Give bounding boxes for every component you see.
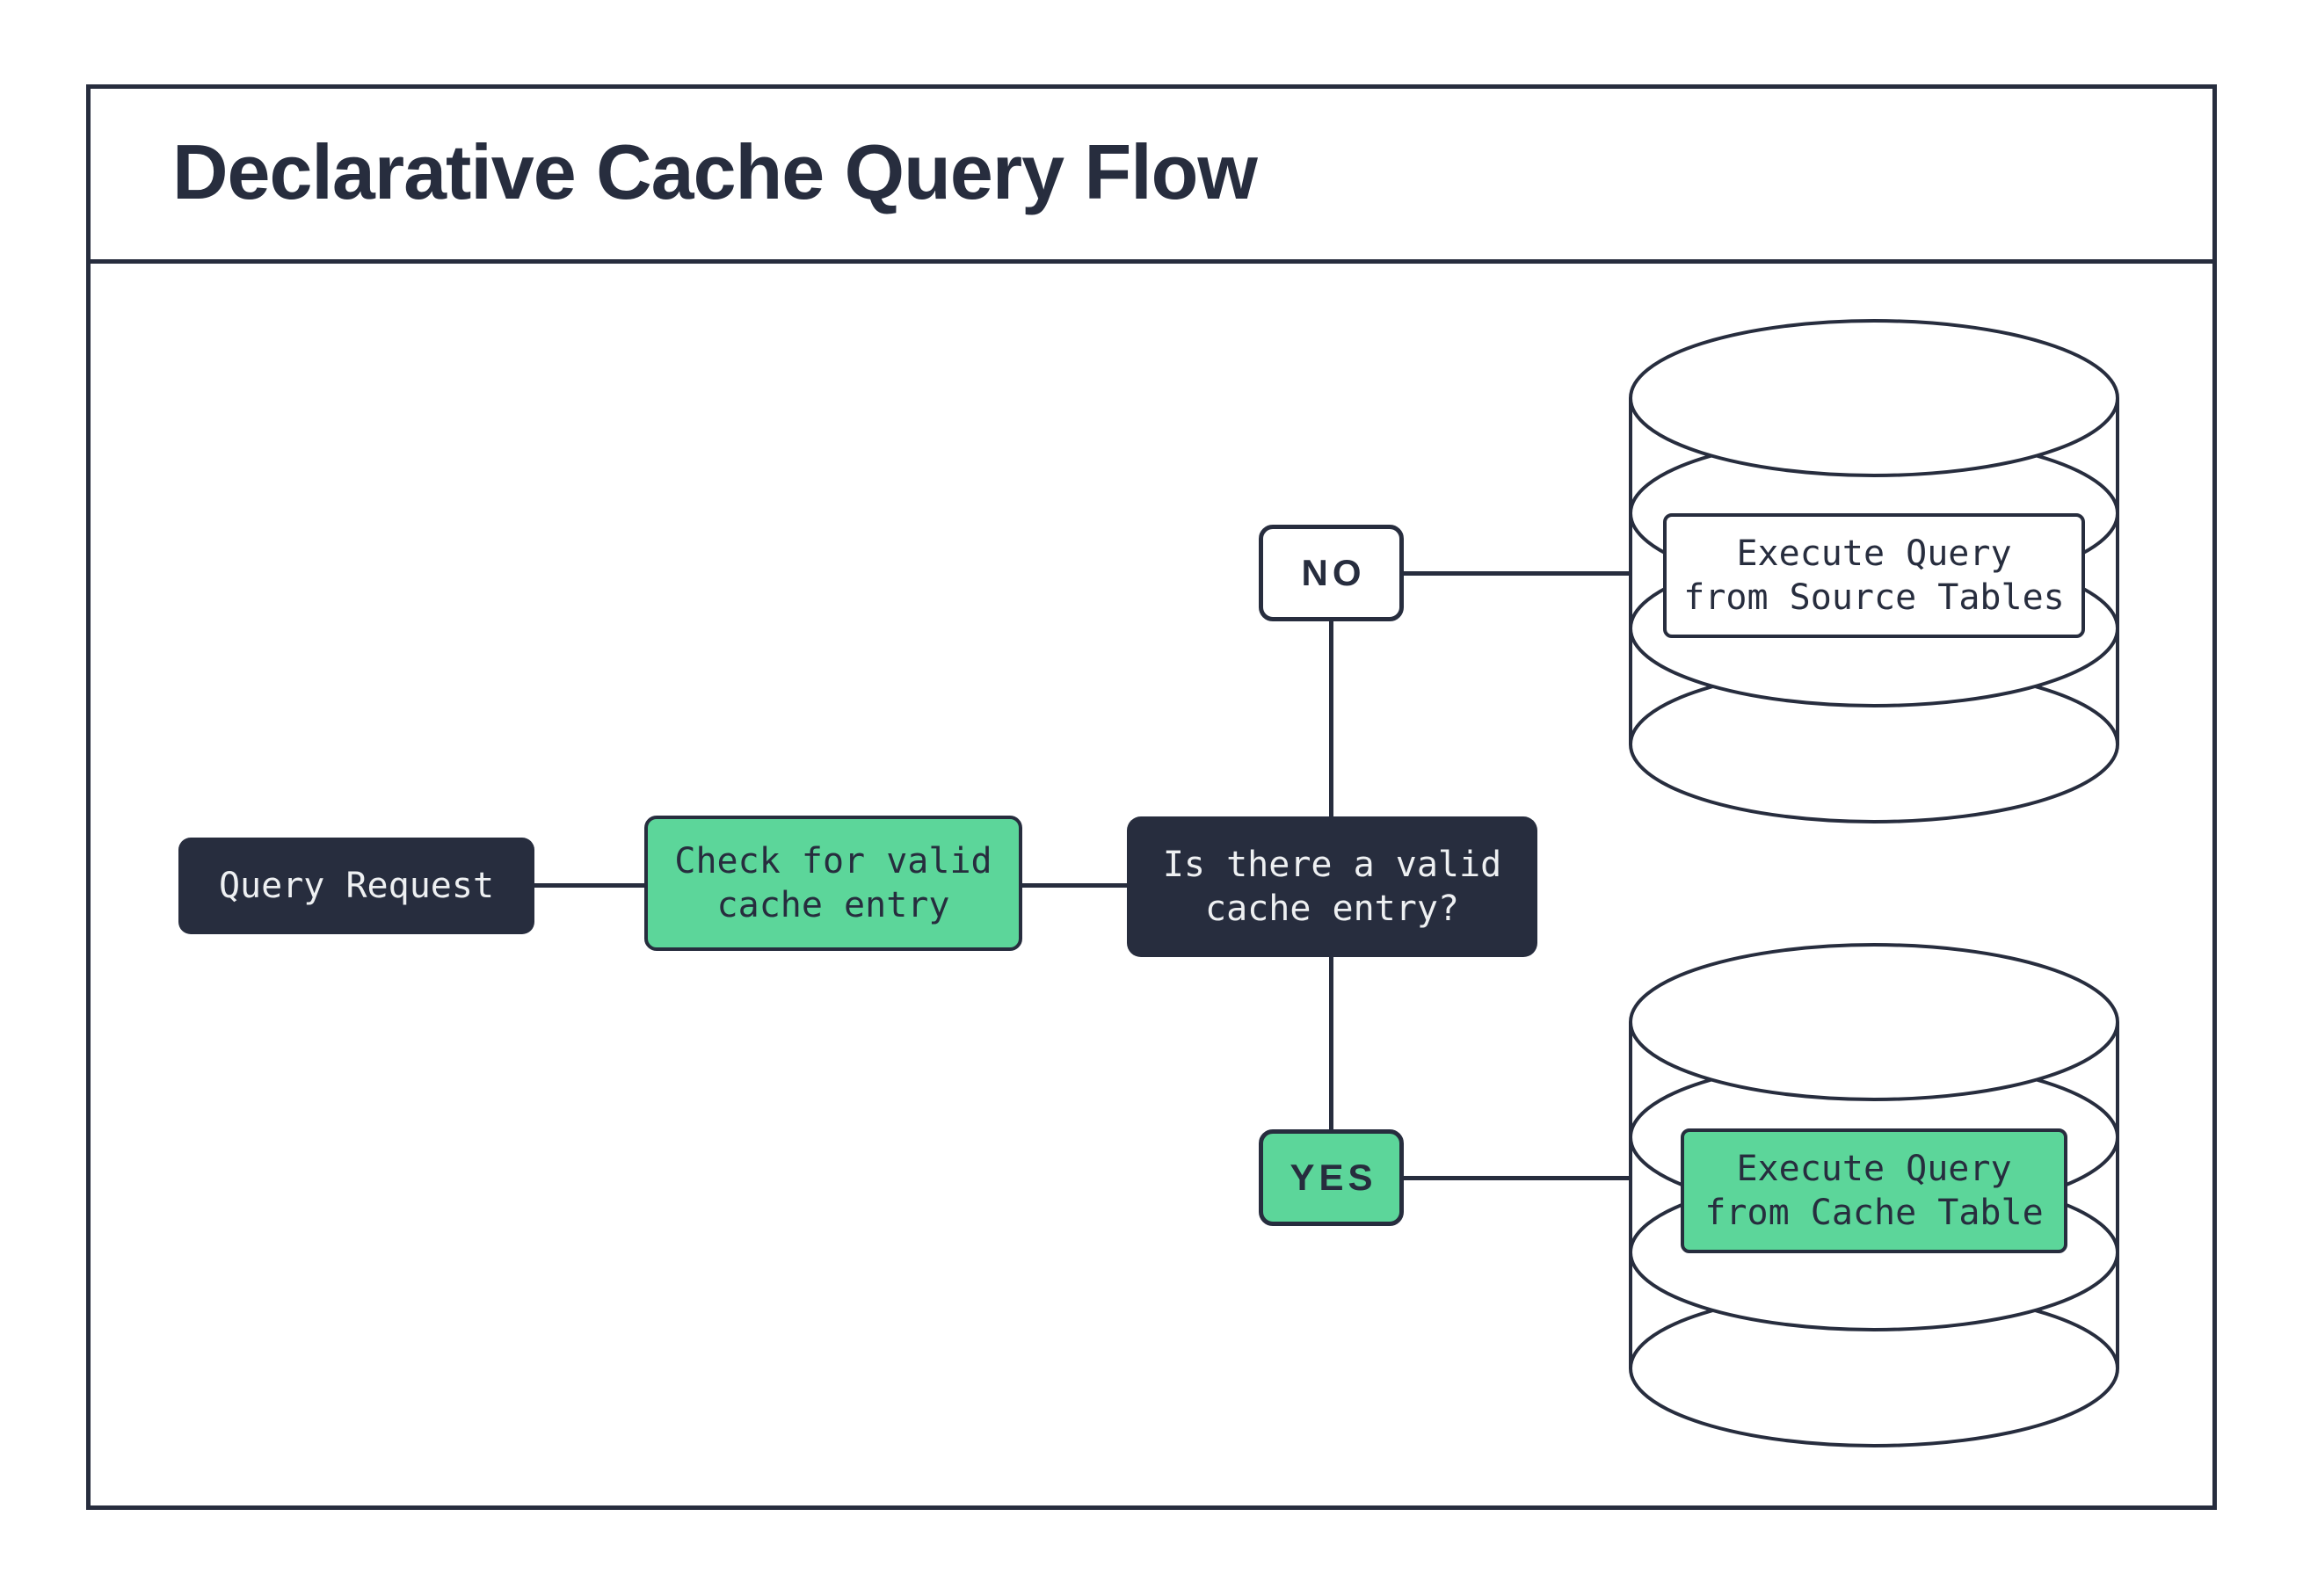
connector-yes-to-cache-db (1404, 1176, 1632, 1180)
connector-decision-to-yes (1329, 957, 1333, 1129)
node-execute-query-cache-table: Execute Query from Cache Table (1681, 1128, 2067, 1253)
node-decision-valid-cache: Is there a valid cache entry? (1127, 816, 1537, 957)
node-check-cache-entry: Check for valid cache entry (644, 816, 1022, 951)
node-query-request: Query Request (178, 838, 534, 934)
diagram-title: Declarative Cache Query Flow (172, 128, 1258, 215)
edge-label-yes: YES (1259, 1129, 1404, 1226)
header-divider (86, 259, 2217, 264)
connector-check-to-decision (1022, 883, 1127, 888)
diagram-frame (86, 84, 2217, 1510)
node-execute-query-source-tables: Execute Query from Source Tables (1663, 513, 2085, 638)
connector-query-to-check (534, 883, 644, 888)
connector-no-to-source-db (1404, 571, 1632, 576)
edge-label-no: NO (1259, 525, 1404, 621)
connector-decision-to-no (1329, 621, 1333, 816)
